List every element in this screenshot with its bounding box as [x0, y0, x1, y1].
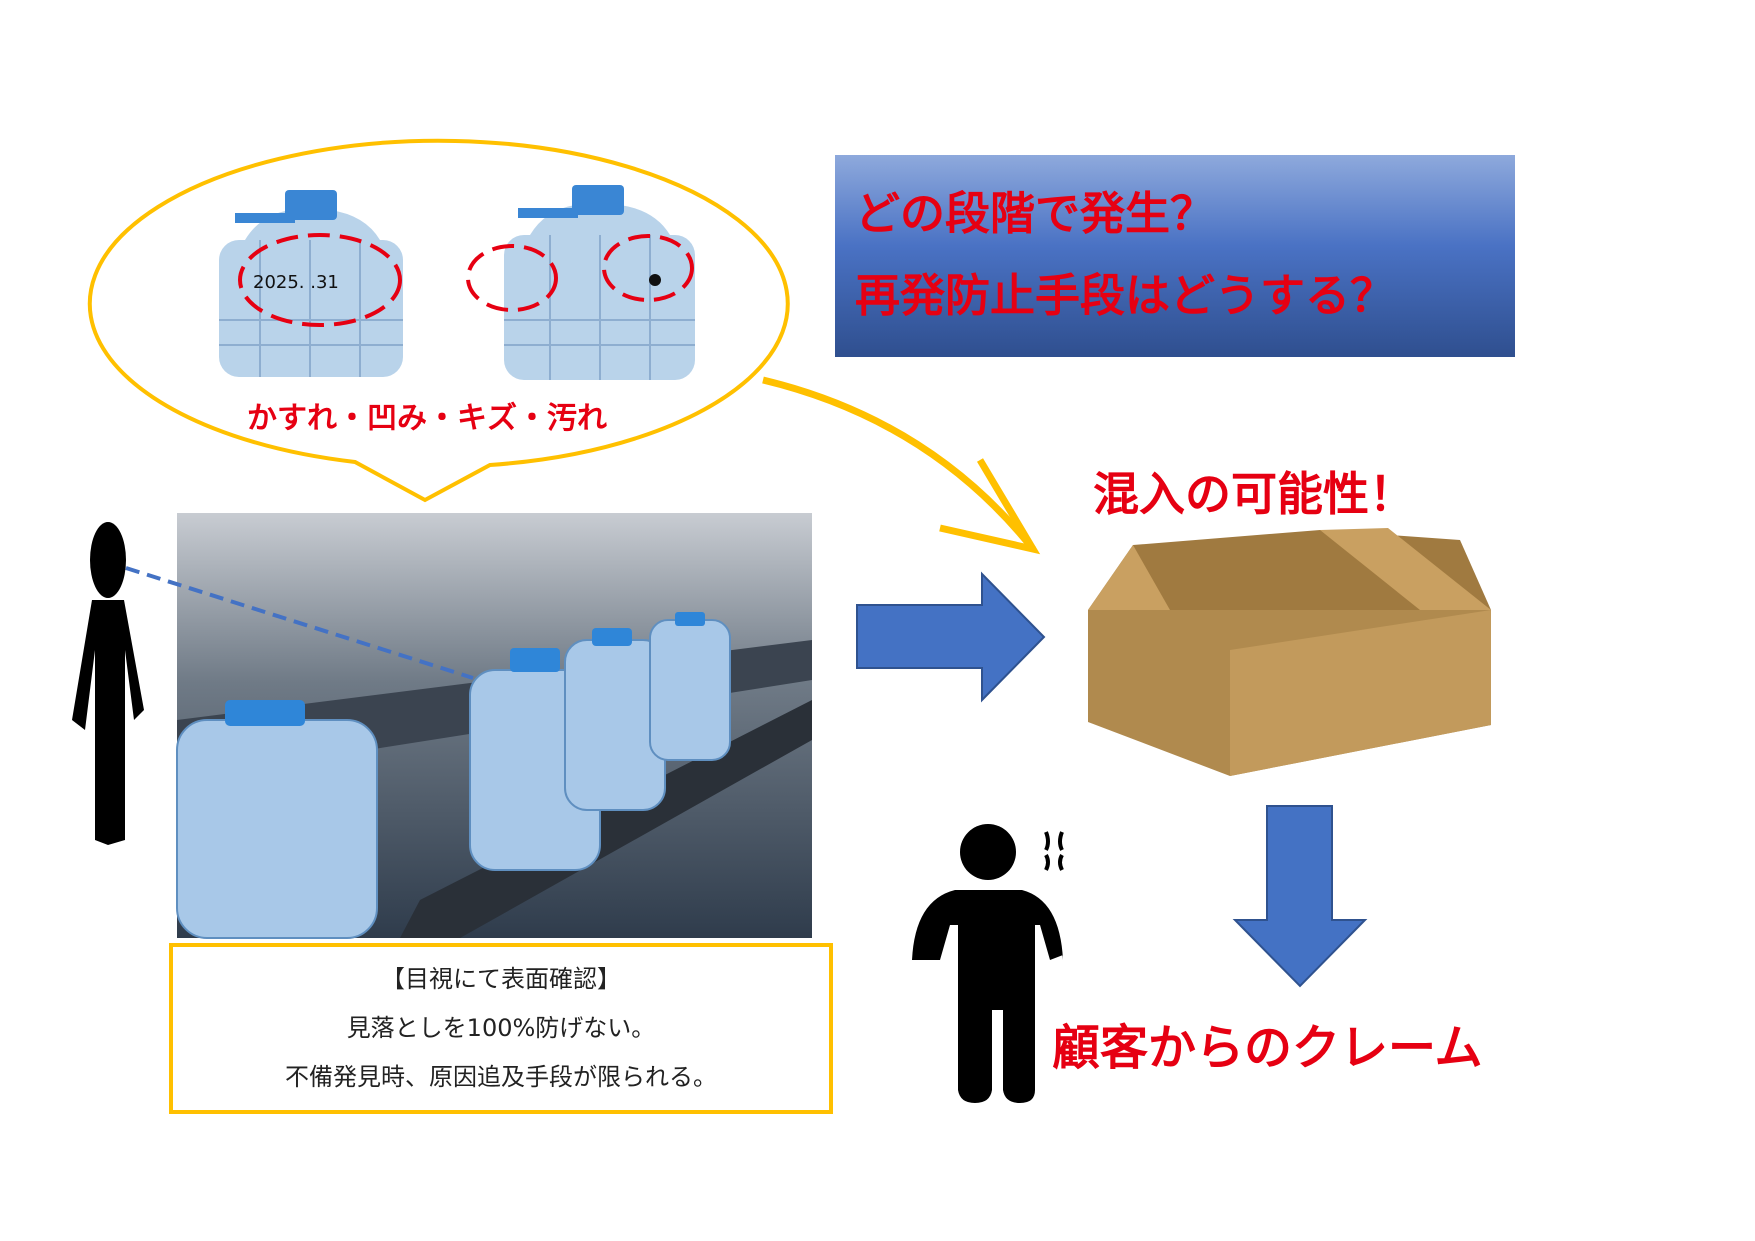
- inspector-person-icon: [72, 522, 144, 845]
- bottle-print-text: 2025. .31: [253, 272, 339, 293]
- contamination-label: 混入の可能性！: [1093, 467, 1415, 521]
- cardboard-box-icon: [1088, 528, 1491, 776]
- question-box: どの段階で発生？ 再発防止手段はどうする？: [835, 155, 1515, 357]
- anger-mark-icon: [1044, 831, 1064, 871]
- sight-line: [125, 566, 474, 680]
- right-arrow: [856, 571, 1046, 703]
- inspection-title: 【目視にて表面確認】: [381, 965, 621, 993]
- inspection-note-box: 【目視にて表面確認】 見落としを100%防げない。 不備発見時、原因追及手段が限…: [169, 943, 833, 1114]
- inspection-line-1: 見落としを100%防げない。: [346, 1014, 656, 1042]
- question-line-1: どの段階で発生？: [855, 187, 1216, 240]
- curved-arrow: [762, 376, 1041, 555]
- question-line-2: 再発防止手段はどうする？: [855, 269, 1396, 322]
- inspection-line-2: 不備発見時、原因追及手段が限られる。: [285, 1063, 717, 1091]
- angry-customer-icon: [912, 824, 1063, 1103]
- down-arrow: [1232, 805, 1368, 988]
- defects-caption: かすれ・凹み・キズ・汚れ: [247, 401, 607, 436]
- complaint-label: 顧客からのクレーム: [1052, 1020, 1483, 1076]
- bottle-image-dent-dirt: [466, 185, 695, 380]
- production-line-photo: [176, 513, 812, 939]
- bottle-image-print-defect: 2025. .31: [219, 190, 403, 377]
